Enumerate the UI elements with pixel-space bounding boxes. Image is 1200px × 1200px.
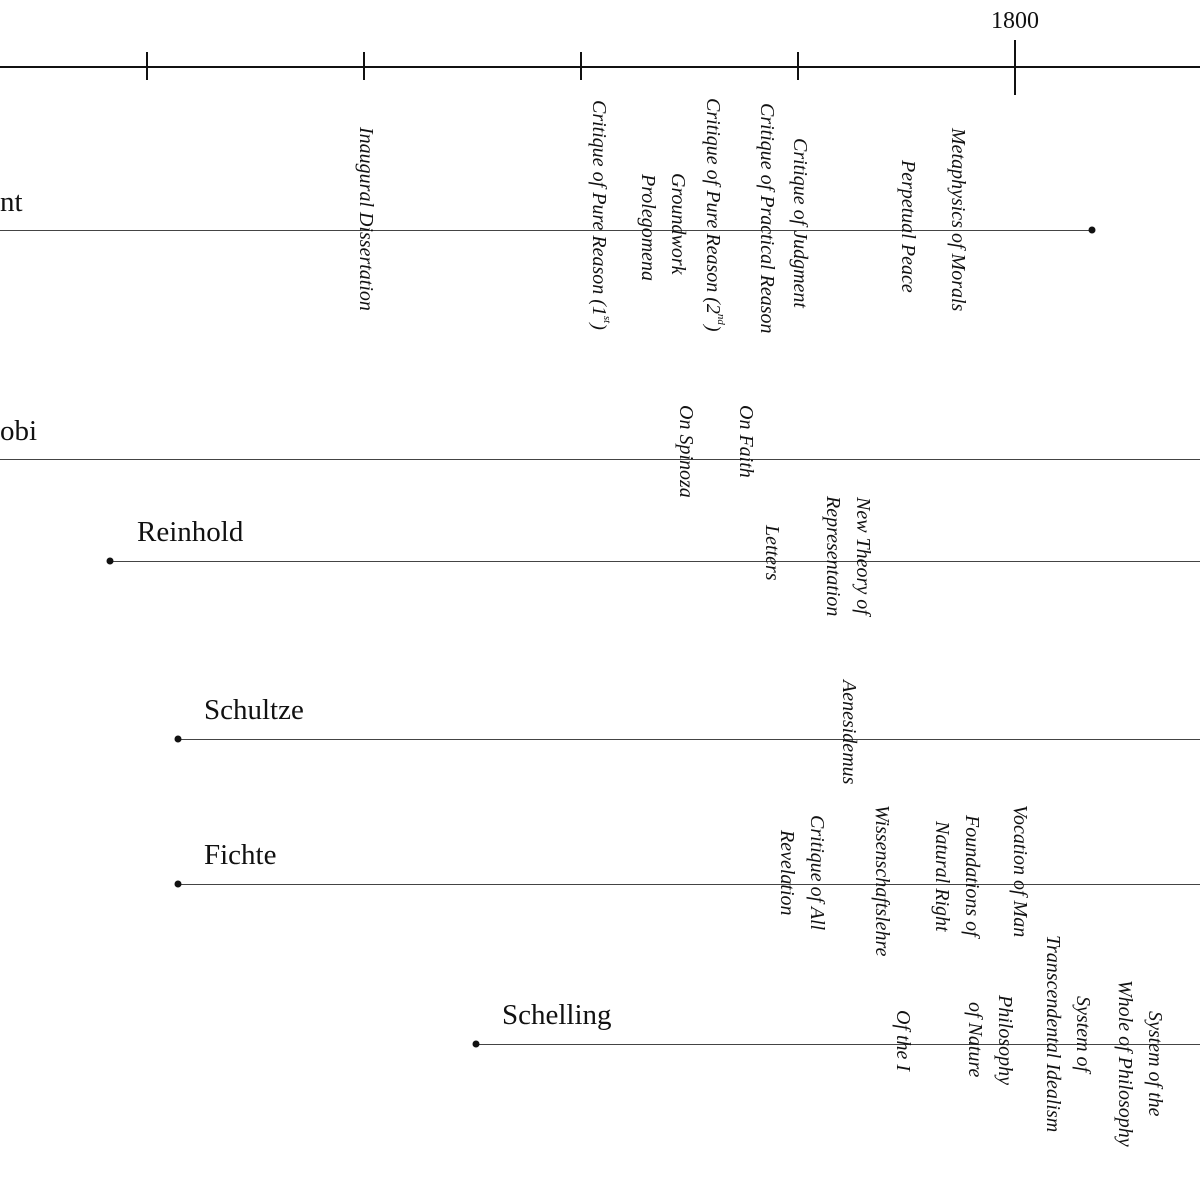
- axis-tick: [146, 52, 148, 80]
- fichte-birth-dot: [174, 880, 182, 888]
- kant-lifeline: [0, 230, 1092, 231]
- schultze-birth-dot: [174, 735, 182, 743]
- work-label: Philosophy of Nature: [964, 995, 1016, 1085]
- thinker-name-schultze: Schultze: [204, 694, 304, 726]
- axis-tick-1800: [1014, 40, 1016, 95]
- work-label: New Theory of Representation: [822, 496, 874, 617]
- kant-death-dot: [1088, 226, 1096, 234]
- work-label: Perpetual Peace: [897, 160, 919, 293]
- thinker-name-reinhold: Reinhold: [137, 516, 244, 548]
- thinker-name-kant: nt: [0, 186, 23, 218]
- work-label: System of Transcendental Idealism: [1042, 935, 1094, 1133]
- thinker-name-fichte: Fichte: [204, 839, 277, 871]
- work-label: Prolegomena: [637, 174, 659, 282]
- axis-tick: [797, 52, 799, 80]
- work-label: Wissenschaftslehre: [871, 805, 893, 957]
- work-label: Critique of Pure Reason (2nd): [702, 98, 727, 332]
- jacobi-lifeline: [0, 459, 1200, 460]
- thinker-name-schelling: Schelling: [502, 999, 612, 1031]
- timeline-axis: [0, 66, 1200, 68]
- work-label: Letters: [761, 525, 783, 581]
- reinhold-birth-dot: [106, 557, 114, 565]
- axis-tick: [363, 52, 365, 80]
- year-label: 1800: [991, 8, 1039, 34]
- fichte-lifeline: [178, 884, 1200, 885]
- reinhold-lifeline: [110, 561, 1200, 562]
- work-label: Critique of Judgment: [789, 138, 811, 308]
- axis-tick: [580, 52, 582, 80]
- work-label: Metaphysics of Morals: [947, 128, 969, 312]
- work-label: System of the Whole of Philosophy: [1114, 980, 1166, 1147]
- work-label: Groundwork: [667, 173, 689, 275]
- work-label: Vocation of Man: [1009, 805, 1031, 938]
- schelling-lifeline: [476, 1044, 1200, 1045]
- work-label: On Faith: [735, 405, 757, 478]
- work-label: Critique of Pure Reason (1st): [588, 100, 613, 330]
- work-label: Critique of All Revelation: [776, 815, 828, 931]
- schultze-lifeline: [178, 739, 1200, 740]
- schelling-birth-dot: [472, 1040, 480, 1048]
- work-label: Foundations of Natural Right: [931, 815, 983, 937]
- work-label: Inaugural Dissertation: [355, 127, 377, 311]
- thinker-name-jacobi: obi: [0, 415, 38, 447]
- work-label: On Spinoza: [675, 405, 697, 498]
- work-label: Aenesidemus: [838, 680, 860, 785]
- work-label: Critique of Practical Reason: [756, 103, 778, 334]
- work-label: Of the I: [892, 1010, 914, 1072]
